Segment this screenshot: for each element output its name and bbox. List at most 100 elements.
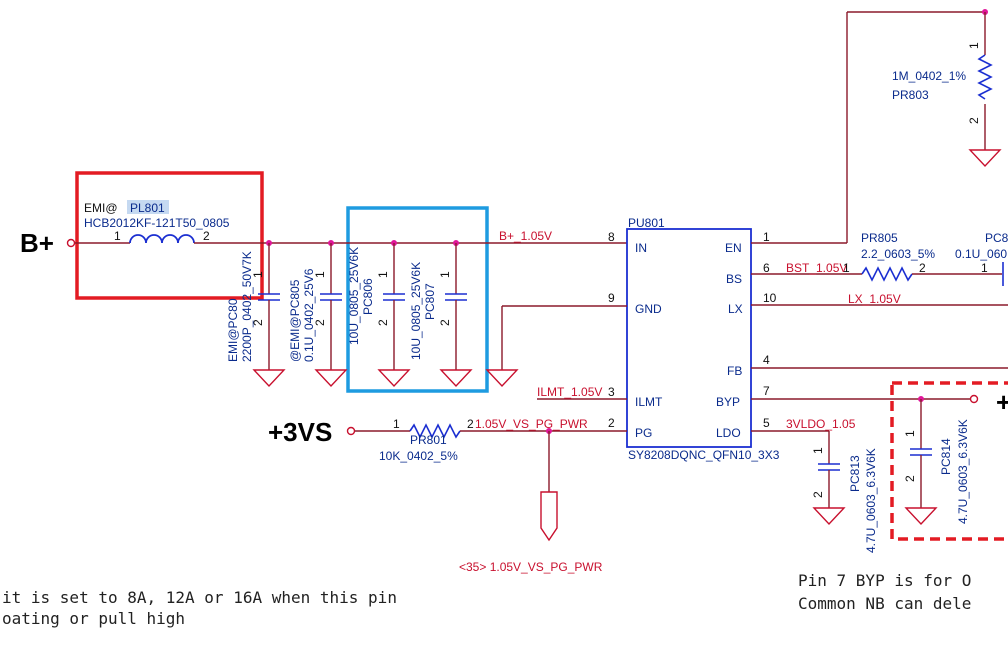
plus-partial-label: + — [996, 387, 1008, 417]
pc80-value: 2200P_0402_50V7K — [240, 251, 254, 362]
inductor-pl801-symbol[interactable] — [129, 234, 195, 244]
note-left-line1: it is set to 8A, 12A or 16A when this pi… — [2, 588, 397, 607]
offpage-connector[interactable] — [540, 491, 558, 542]
pc807-ref: PC807 — [423, 283, 437, 320]
pc814-pin2: 2 — [903, 475, 917, 482]
pc806-ref: PC806 — [361, 278, 375, 315]
ic-pin-name-bs: BS — [726, 272, 742, 286]
net-3vldo: 3VLDO_1.05 — [786, 417, 856, 431]
resistor-pr805-symbol[interactable] — [861, 266, 913, 282]
pr801-pin2: 2 — [467, 417, 474, 431]
pc805-pin1: 1 — [313, 271, 327, 278]
ic-ref: PU801 — [628, 216, 665, 230]
ic-pin-num-4: 4 — [763, 353, 770, 367]
capacitor-pc806[interactable] — [377, 243, 411, 388]
input-caps-highlight-box — [346, 206, 489, 393]
pc8-partial-value: 0.1U_060 — [955, 247, 1007, 261]
note-right-line2: Common NB can dele — [798, 594, 971, 613]
pr801-pin1: 1 — [393, 417, 400, 431]
offpage-label: <35> 1.05V_VS_PG_PWR — [459, 560, 603, 574]
pc8-partial-pin1: 1 — [981, 261, 988, 275]
pr805-pin2: 2 — [919, 261, 926, 275]
capacitor-pc807[interactable] — [439, 243, 473, 388]
pr803-pin1: 1 — [967, 42, 981, 49]
ic-pin-name-in: IN — [635, 241, 647, 255]
pr805-pin1: 1 — [843, 261, 850, 275]
capacitor-pc813[interactable] — [812, 507, 846, 526]
pc807-value: 10U_0805_25V6K — [409, 262, 423, 360]
pc805-ref: @EMI@PC805 — [288, 279, 302, 362]
pr805-value: 2.2_0603_5% — [861, 247, 935, 261]
ic-pin-name-en: EN — [725, 241, 742, 255]
resistor-pr801-symbol[interactable] — [409, 423, 461, 439]
pc807-pin1: 1 — [438, 271, 452, 278]
inductor-value: HCB2012KF-121T50_0805 — [84, 216, 230, 230]
ic-pin-num-2: 2 — [608, 416, 615, 430]
net-bplus-1v05: B+_1.05V — [499, 229, 552, 243]
ic-pin-num-8: 8 — [608, 230, 615, 244]
pr803-pin2: 2 — [967, 117, 981, 124]
pc807-pin2: 2 — [438, 319, 452, 326]
ic-pin-num-1: 1 — [763, 230, 770, 244]
net-bst-1v05: BST_1.05V — [786, 261, 847, 275]
note-left-line2: oating or pull high — [2, 609, 185, 628]
pc806-pin1: 1 — [376, 271, 390, 278]
vs3-net-label: +3VS — [268, 417, 332, 447]
pc814-pin1: 1 — [903, 430, 917, 437]
ic-pin-num-3: 3 — [608, 385, 615, 399]
ic-pin-num-5: 5 — [763, 416, 770, 430]
inductor-emi-prefix: EMI@ — [84, 201, 118, 215]
ic-pin-name-fb: FB — [727, 364, 742, 378]
inductor-ref: PL801 — [130, 201, 165, 215]
vs3-connector[interactable] — [346, 426, 356, 436]
pr801-value: 10K_0402_5% — [379, 449, 458, 463]
ic-pu801-body[interactable] — [626, 228, 752, 448]
net-ilmt-1v05: ILMT_1.05V — [537, 385, 602, 399]
byp-connector[interactable] — [969, 394, 979, 404]
pr801-ref: PR801 — [410, 433, 447, 447]
pc813-value: 4.7U_0603_6.3V6K — [864, 448, 878, 553]
gnd-symbol-ic — [485, 369, 519, 388]
ic-pin-num-6: 6 — [763, 261, 770, 275]
ic-pin-num-10: 10 — [763, 291, 777, 305]
ic-pin-num-9: 9 — [608, 291, 615, 305]
ic-pin-name-gnd: GND — [635, 302, 662, 316]
pc80-pin2: 2 — [251, 319, 265, 326]
inductor-pin2: 2 — [203, 229, 210, 243]
pc813-pin2: 2 — [811, 491, 825, 498]
ic-pin-name-pg: PG — [635, 426, 652, 440]
inductor-pin1: 1 — [114, 229, 121, 243]
net-pg-pwr: 1.05V_VS_PG_PWR — [475, 417, 588, 431]
pc814-value: 4.7U_0603_6.3V6K — [956, 419, 970, 524]
capacitor-pc805[interactable] — [314, 243, 348, 388]
pc813-ref: PC813 — [848, 455, 862, 492]
pr803-value: 1M_0402_1% — [892, 69, 966, 83]
pr803-ref: PR803 — [892, 88, 929, 102]
pc805-value: 0.1U_0402_25V6 — [302, 268, 316, 362]
capacitor-pc814[interactable] — [904, 399, 938, 526]
capacitor-pc80[interactable] — [252, 243, 286, 388]
resistor-pr803-symbol[interactable] — [977, 54, 993, 100]
ic-pin-name-byp: BYP — [716, 395, 740, 409]
ic-pin-num-7: 7 — [763, 384, 770, 398]
pc805-pin2: 2 — [313, 319, 327, 326]
note-right-line1: Pin 7 BYP is for O — [798, 571, 971, 590]
pc814-ref: PC814 — [939, 438, 953, 475]
bplus-connector[interactable] — [66, 238, 76, 248]
pc8-partial-ref: PC8 — [985, 231, 1008, 245]
pc80-ref: EMI@PC80 — [226, 298, 240, 362]
gnd-symbol-pr803 — [968, 149, 1002, 168]
emi-highlight-box — [75, 171, 264, 300]
pc806-pin2: 2 — [376, 319, 390, 326]
ic-pin-name-lx: LX — [728, 302, 743, 316]
net-lx-1v05: LX_1.05V — [848, 292, 901, 306]
ic-pin-name-ilmt: ILMT — [635, 395, 663, 409]
ic-pin-name-ldo: LDO — [716, 426, 741, 440]
pc806-value: 10U_0805_25V6K — [347, 247, 361, 345]
pc813-pin1: 1 — [811, 447, 825, 454]
pr805-ref: PR805 — [861, 231, 898, 245]
bplus-net-label: B+ — [20, 228, 54, 258]
ldo-caps-dashed-box — [890, 381, 1008, 541]
pc80-pin1: 1 — [251, 271, 265, 278]
